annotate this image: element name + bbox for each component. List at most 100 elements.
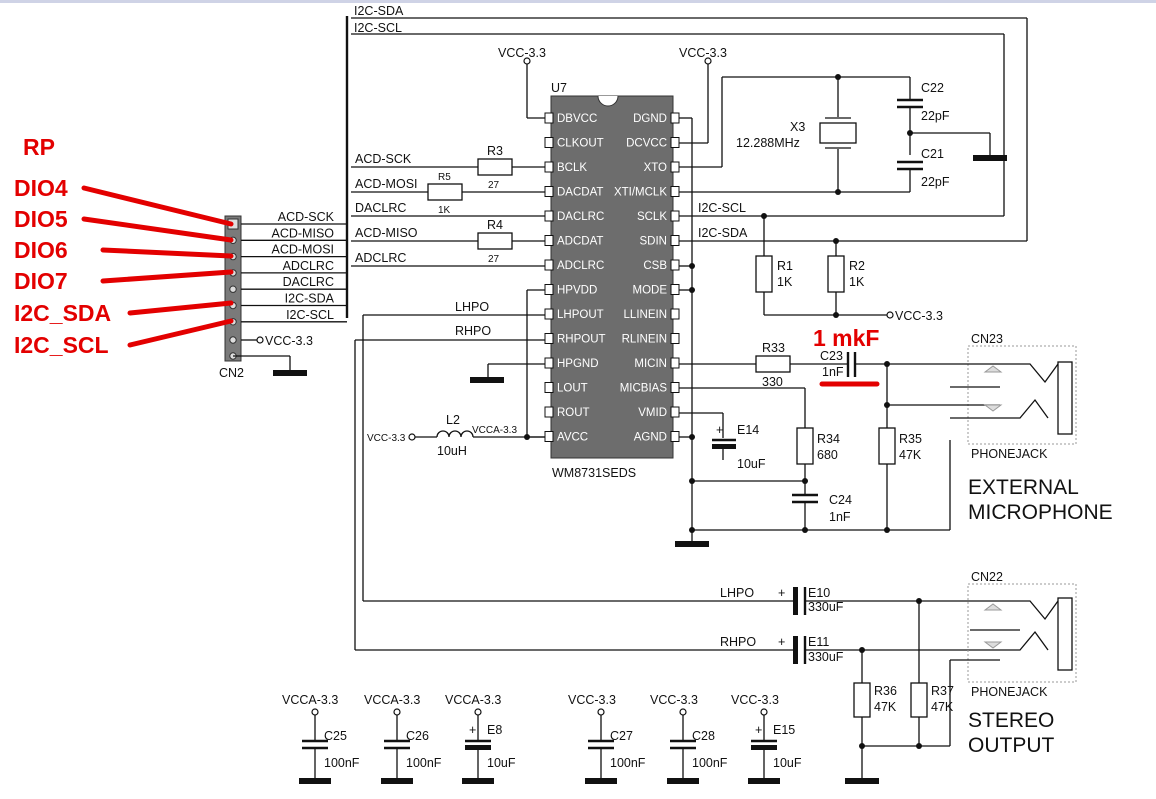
r36-value: 47K — [874, 700, 897, 714]
cn22-title2: OUTPUT — [968, 734, 1055, 757]
supply-label: VCCA-3.3 — [364, 693, 420, 707]
jack-cn23: CN23 PHONEJACK EXTERNAL MICROPHONE — [950, 332, 1113, 524]
cn2-pin — [229, 285, 237, 293]
vcca-label: VCCA-3.3 — [472, 425, 517, 436]
supply-terminal — [760, 708, 768, 716]
chip-pin-right — [670, 406, 680, 418]
chip-pin-label-right: DGND — [633, 113, 667, 125]
cap-ref: C27 — [610, 729, 633, 743]
chip-pin-label-right: RLINEIN — [622, 334, 667, 346]
chip-pin-label-left: ADCLRC — [557, 260, 604, 272]
ground-symbol — [667, 778, 699, 784]
r3-value: 27 — [488, 180, 500, 191]
cn2-signal-label: I2C-SCL — [286, 308, 334, 322]
chip-pin-label-left: DACDAT — [557, 187, 603, 199]
mic-section: R33 330 C23 1nF R34 680 C24 1nF R35 47K — [679, 341, 951, 533]
r1-value: 1K — [777, 275, 793, 289]
c22-value: 22pF — [921, 109, 950, 123]
chip-pin-left — [544, 161, 554, 173]
chip-supply: VCC-3.3 VCC-3.3 — [470, 46, 727, 547]
r33-ref: R33 — [762, 341, 785, 355]
chip-pin-left — [544, 186, 554, 197]
cn2-signal-label: DACLRC — [283, 275, 334, 289]
cap-value: 10uF — [487, 756, 516, 770]
chip-pin-label-right: MICIN — [634, 358, 667, 370]
chip-pin-label-right: CSB — [643, 260, 667, 272]
r3-ref: R3 — [487, 144, 503, 158]
chip-pin-label-left: CLKOUT — [557, 138, 604, 150]
net-rhpo: RHPO — [455, 324, 491, 338]
cn22-ref: CN22 — [971, 570, 1003, 584]
net-lhpo: LHPO — [720, 586, 754, 600]
cn2-ref: CN2 — [219, 366, 244, 380]
chip-ref: U7 — [551, 81, 567, 95]
chip-pin-right — [670, 284, 680, 295]
chip-pin-label-right: AGND — [634, 432, 667, 444]
red-annotations: RP DIO4 DIO5 DIO6 DIO7 I2C_SDA I2C_SCL 1… — [14, 134, 880, 387]
r34-value: 680 — [817, 448, 838, 462]
chip-pin-right — [670, 357, 680, 369]
net-daclrc: DACLRC — [355, 201, 406, 215]
c21-value: 22pF — [921, 175, 950, 189]
jack-cn22: CN22 PHONEJACK STEREO OUTPUT — [950, 570, 1077, 757]
bypass-caps: VCCA-3.3C25100nFVCCA-3.3C26100nFVCCA-3.3… — [282, 693, 802, 784]
net-rhpo: RHPO — [720, 635, 756, 649]
chip-pin-right — [670, 308, 680, 320]
chip-pin-label-right: LLINEIN — [624, 309, 667, 321]
r5-value: 1K — [438, 205, 451, 216]
c21-ref: C21 — [921, 147, 944, 161]
cn2-signal-label: I2C-SDA — [285, 292, 335, 306]
chip-pins: DBVCCCLKOUTBCLKDACDATDACLRCADCDATADCLRCH… — [544, 112, 680, 444]
chip-pin-right — [670, 137, 680, 148]
net-acd-sck: ACD-SCK — [355, 152, 412, 166]
annotation-i2c-sda: I2C_SDA — [14, 300, 111, 326]
net-acd-miso: ACD-MISO — [355, 226, 418, 240]
chip-pin-right — [670, 112, 680, 124]
net-adclrc: ADCLRC — [355, 251, 406, 265]
bus-label-sda: I2C-SDA — [354, 4, 404, 18]
chip-pin-left — [544, 235, 554, 246]
chip-pin-label-right: XTO — [644, 162, 667, 174]
chip-pin-label-left: HPGND — [557, 358, 599, 370]
r5-ref: R5 — [438, 172, 451, 183]
cap-value: 100nF — [610, 756, 646, 770]
net-scl: I2C-SCL — [698, 201, 746, 215]
chip-u7: U7 WM8731SEDS DBVCCCLKOUTBCLKDACDATDACLR… — [544, 81, 680, 480]
supply-label: VCC-3.3 — [731, 693, 779, 707]
r37-value: 47K — [931, 700, 954, 714]
polarity: + — [778, 586, 785, 600]
cn23-ref: CN23 — [971, 332, 1003, 346]
i2c-bus: I2C-SDA I2C-SCL — [345, 4, 1028, 318]
chip-pin-left — [544, 357, 554, 369]
supply-label: VCC-3.3 — [568, 693, 616, 707]
annotation-dio4: DIO4 — [14, 175, 68, 201]
left-nets: ACD-SCK R3 27 ACD-MOSI R5 1K DACLRC ACD-… — [351, 144, 545, 650]
cap-plate — [465, 745, 491, 750]
chip-pin-label-left: ROUT — [557, 407, 590, 419]
cn23-type: PHONEJACK — [971, 447, 1048, 461]
chip-pin-label-left: HPVDD — [557, 285, 597, 297]
x3-value: 12.288MHz — [736, 136, 800, 150]
r4-ref: R4 — [487, 218, 503, 232]
chip-pin-label-right: MICBIAS — [620, 383, 668, 395]
e11-ref: E11 — [808, 635, 829, 649]
polarity: + — [469, 723, 476, 737]
cap-plate — [751, 745, 777, 750]
chip-pin-right — [670, 161, 680, 173]
chip-pin-right — [670, 333, 680, 344]
annotation-dio5: DIO5 — [14, 206, 68, 232]
cap-ref: E8 — [487, 723, 502, 737]
supply-terminal — [393, 708, 401, 716]
chip-pin-label-left: LOUT — [557, 383, 588, 395]
chip-pin-right — [670, 382, 680, 393]
supply-label: VCCA-3.3 — [445, 693, 501, 707]
vcc-label: VCC-3.3 — [895, 309, 943, 323]
vcc-label: VCC-3.3 — [367, 433, 406, 444]
c24-ref: C24 — [829, 493, 852, 507]
cn23-title2: MICROPHONE — [968, 501, 1113, 524]
l2-ref: L2 — [446, 413, 460, 427]
e10-ref: E10 — [808, 586, 830, 600]
annotation-rp: RP — [23, 134, 55, 160]
l2-value: 10uH — [437, 444, 467, 458]
